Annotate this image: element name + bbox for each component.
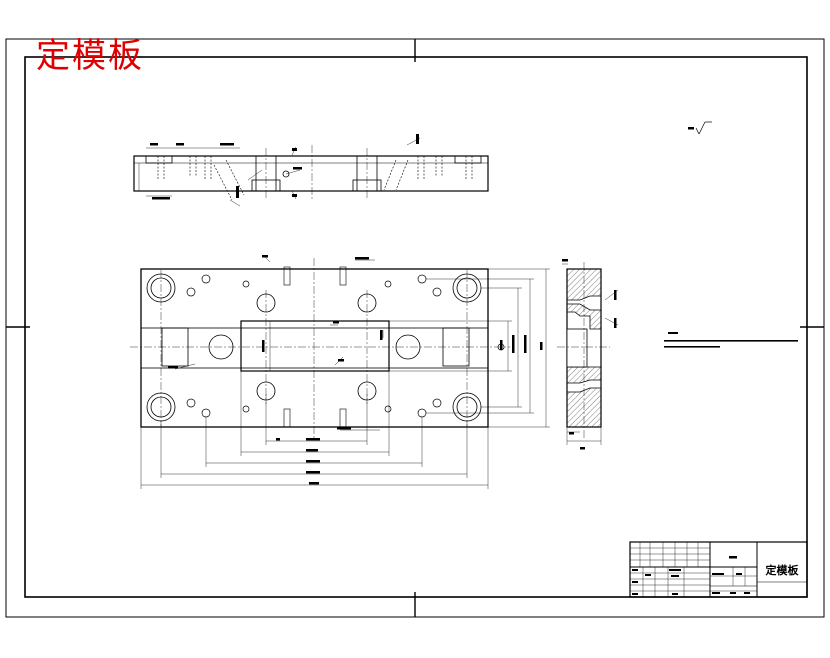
top-view: [133, 137, 489, 207]
plan-view: [130, 255, 550, 489]
technical-notes: [664, 332, 798, 348]
side-section-view: [557, 262, 619, 445]
dimension-text-marks: [150, 127, 694, 485]
title-block-part-name: 定模板: [765, 564, 799, 577]
drawing-title-banner: 定模板: [36, 36, 144, 76]
title-block: [629, 541, 808, 598]
title-block-text-marks: [632, 556, 750, 595]
surface-roughness-icon: [695, 121, 712, 135]
centering-marks: [6, 39, 824, 617]
